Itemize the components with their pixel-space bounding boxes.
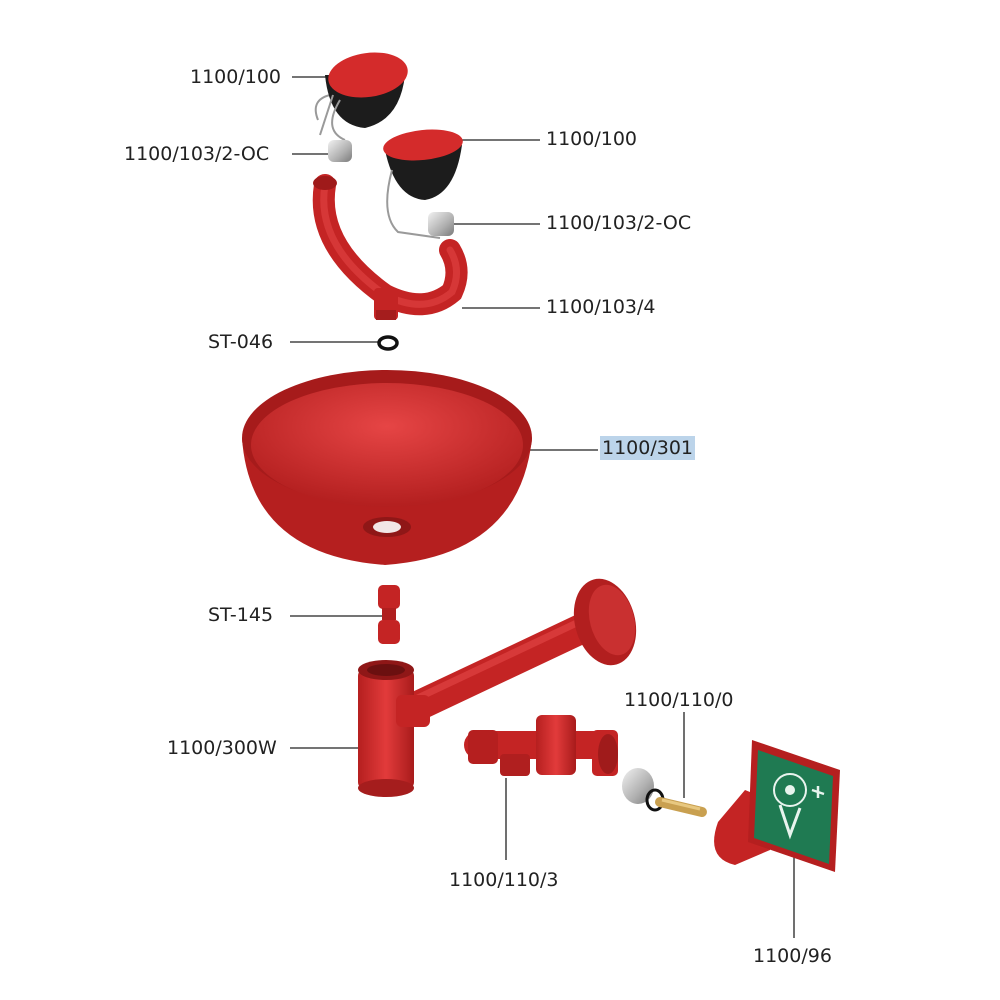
label-bowl: 1100/301 <box>600 436 696 460</box>
connector-part <box>378 585 400 644</box>
label-connector: ST-145 <box>208 604 274 626</box>
valve-body-part <box>464 715 618 776</box>
eyewash-head-right <box>383 129 463 239</box>
label-drain-pipe: 1100/300W <box>167 737 277 759</box>
label-y-pipe: 1100/103/4 <box>546 296 656 318</box>
label-cap-top-left: 1100/100 <box>190 66 282 88</box>
label-valve-stem: 1100/110/0 <box>624 689 734 711</box>
y-pipe-assembly <box>312 174 468 320</box>
label-sign: 1100/96 <box>753 945 832 967</box>
sign-part <box>714 740 840 872</box>
label-valve-body: 1100/110/3 <box>449 869 559 891</box>
label-nozzle-left: 1100/103/2-OC <box>124 143 270 165</box>
label-o-ring: ST-046 <box>208 331 274 353</box>
valve-stem-part <box>622 768 707 817</box>
label-cap-right: 1100/100 <box>546 128 638 150</box>
label-nozzle-right: 1100/103/2-OC <box>546 212 692 234</box>
wash-bowl <box>242 370 532 565</box>
drain-pipe-assembly <box>358 578 637 797</box>
leader-lines <box>290 76 795 938</box>
eyewash-head-left <box>314 52 408 162</box>
o-ring-part <box>377 335 399 351</box>
